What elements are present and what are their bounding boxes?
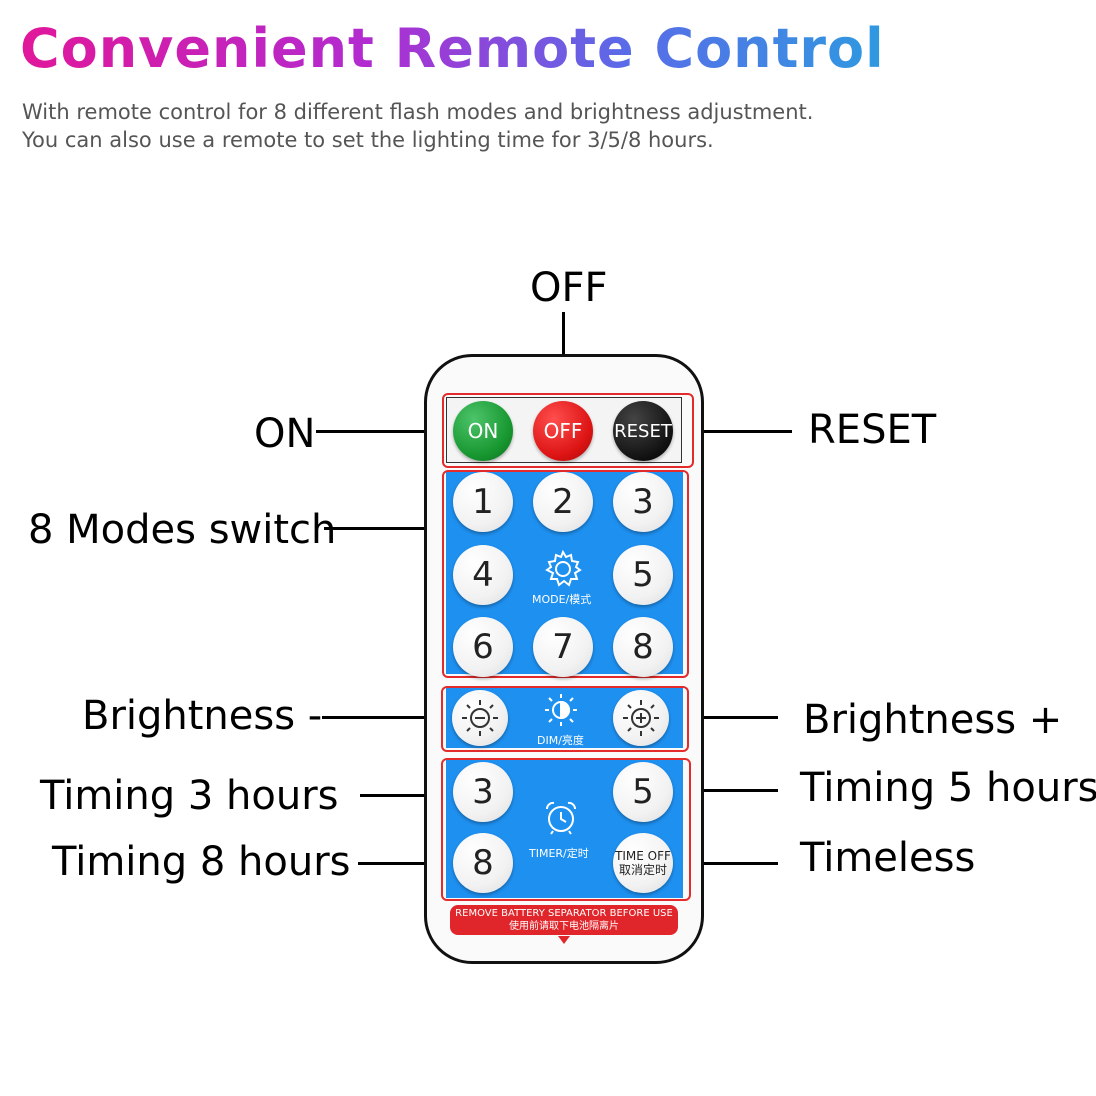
leader-on xyxy=(316,430,444,433)
leader-brightness-plus xyxy=(690,716,778,719)
dim-label: DIM/亮度 xyxy=(537,734,584,747)
alarm-clock-icon xyxy=(545,801,577,835)
mode-button-4[interactable]: 4 xyxy=(453,545,513,605)
battery-warning-banner: REMOVE BATTERY SEPARATOR BEFORE USE 使用前请… xyxy=(450,905,678,935)
arrow-down-icon xyxy=(558,936,570,944)
callout-off: OFF xyxy=(530,265,608,311)
subtitle-line-1: With remote control for 8 different flas… xyxy=(22,100,814,124)
power-highlight xyxy=(442,393,694,468)
callout-timeless: Timeless xyxy=(800,835,976,881)
timer-label: TIMER/定时 xyxy=(529,847,589,860)
sun-minus-icon xyxy=(462,700,498,736)
on-button[interactable]: ON xyxy=(453,401,513,461)
callout-brightness-minus: Brightness - xyxy=(82,693,323,739)
leader-modes xyxy=(324,527,444,530)
mode-button-7[interactable]: 7 xyxy=(533,617,593,677)
dim-highlight xyxy=(441,686,689,752)
mode-highlight xyxy=(442,470,689,678)
timer-5-button[interactable]: 5 xyxy=(613,762,673,822)
timer-3-button[interactable]: 3 xyxy=(453,762,513,822)
callout-modes: 8 Modes switch xyxy=(28,507,337,553)
leader-reset xyxy=(700,430,792,433)
gear-icon xyxy=(545,549,582,587)
time-off-button[interactable]: TIME OFF 取消定时 xyxy=(613,833,673,893)
banner-text-cn: 使用前请取下电池隔离片 xyxy=(509,921,619,932)
subtitle-line-2: You can also use a remote to set the lig… xyxy=(22,128,714,152)
brightness-plus-button[interactable] xyxy=(613,690,669,746)
half-sun-icon xyxy=(545,694,577,726)
callout-timing-3: Timing 3 hours xyxy=(40,773,339,819)
mode-button-3[interactable]: 3 xyxy=(613,472,673,532)
callout-reset: RESET xyxy=(808,407,937,453)
timer-8-button[interactable]: 8 xyxy=(453,833,513,893)
mode-label: MODE/模式 xyxy=(532,593,592,606)
leader-brightness-minus xyxy=(322,716,448,719)
leader-timeless xyxy=(690,862,778,865)
time-off-label: TIME OFF xyxy=(615,849,671,863)
callout-timing-8: Timing 8 hours xyxy=(52,839,351,885)
callout-timing-5: Timing 5 hours xyxy=(800,765,1096,811)
reset-button[interactable]: RESET xyxy=(613,401,673,461)
mode-button-2[interactable]: 2 xyxy=(533,472,593,532)
mode-button-6[interactable]: 6 xyxy=(453,617,513,677)
page-title: Convenient Remote Control xyxy=(20,17,885,80)
mode-button-1[interactable]: 1 xyxy=(453,472,513,532)
mode-button-8[interactable]: 8 xyxy=(613,617,673,677)
off-button[interactable]: OFF xyxy=(533,401,593,461)
banner-text-en: REMOVE BATTERY SEPARATOR BEFORE USE xyxy=(455,908,673,919)
callout-on: ON xyxy=(254,411,316,457)
leader-timing-3 xyxy=(360,794,448,797)
timer-highlight xyxy=(441,758,691,901)
brightness-minus-button[interactable] xyxy=(452,690,508,746)
leader-timing-5 xyxy=(690,789,778,792)
mode-button-5[interactable]: 5 xyxy=(613,545,673,605)
page-subtitle: With remote control for 8 different flas… xyxy=(22,98,813,154)
leader-timing-8 xyxy=(358,862,448,865)
time-off-label-cn: 取消定时 xyxy=(618,863,667,877)
callout-brightness-plus: Brightness + xyxy=(803,697,1063,743)
sun-plus-icon xyxy=(623,700,659,736)
